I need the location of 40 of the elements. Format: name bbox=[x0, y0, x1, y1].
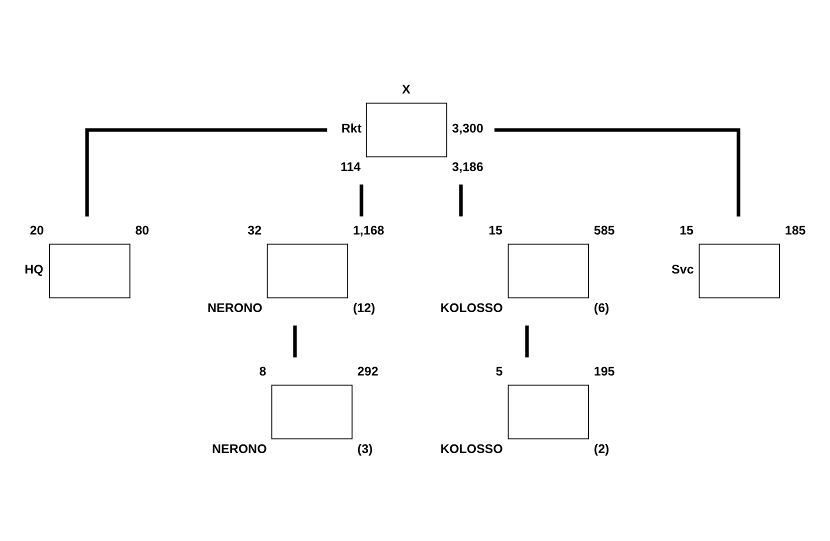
node-label: 114 bbox=[340, 160, 361, 174]
node-box bbox=[49, 243, 130, 298]
node-label: 32 bbox=[248, 223, 262, 238]
node-label: 3,300 bbox=[452, 120, 484, 135]
node-label: 1,168 bbox=[352, 223, 384, 238]
node-box bbox=[271, 384, 353, 439]
connector bbox=[494, 128, 740, 216]
node-box bbox=[698, 243, 780, 298]
node-label: 585 bbox=[594, 223, 615, 238]
node-label: 80 bbox=[135, 223, 150, 238]
node-box bbox=[508, 384, 590, 439]
connector bbox=[293, 325, 297, 357]
node-label: 195 bbox=[594, 364, 615, 378]
node-box bbox=[508, 243, 590, 298]
node-label: (6) bbox=[594, 300, 610, 315]
node-label: 8 bbox=[259, 364, 266, 378]
node-label: 15 bbox=[680, 223, 694, 238]
connector bbox=[459, 184, 463, 216]
node-label: KOLOSSO bbox=[440, 300, 503, 315]
node-label: 20 bbox=[30, 223, 44, 238]
node-label: Svc bbox=[672, 262, 694, 276]
node-label: (12) bbox=[352, 300, 376, 315]
node-label: 15 bbox=[488, 223, 503, 238]
node-label: NERONO bbox=[212, 442, 267, 456]
connector bbox=[85, 128, 328, 216]
node-label: 292 bbox=[357, 364, 378, 378]
node-label: (3) bbox=[357, 442, 373, 456]
node-label: Rkt bbox=[341, 120, 362, 135]
node-label: 185 bbox=[784, 223, 806, 238]
node-label: HQ bbox=[24, 262, 44, 276]
connector bbox=[525, 325, 529, 357]
node-label: KOLOSSO bbox=[440, 442, 503, 456]
node-box bbox=[366, 102, 448, 157]
node-label: NERONO bbox=[208, 300, 262, 315]
node-label: 5 bbox=[496, 364, 503, 378]
connector bbox=[360, 184, 364, 216]
node-label: (2) bbox=[594, 442, 610, 456]
node-label: 3,186 bbox=[452, 160, 484, 174]
node-box bbox=[266, 243, 348, 298]
node-label: X bbox=[402, 82, 410, 96]
